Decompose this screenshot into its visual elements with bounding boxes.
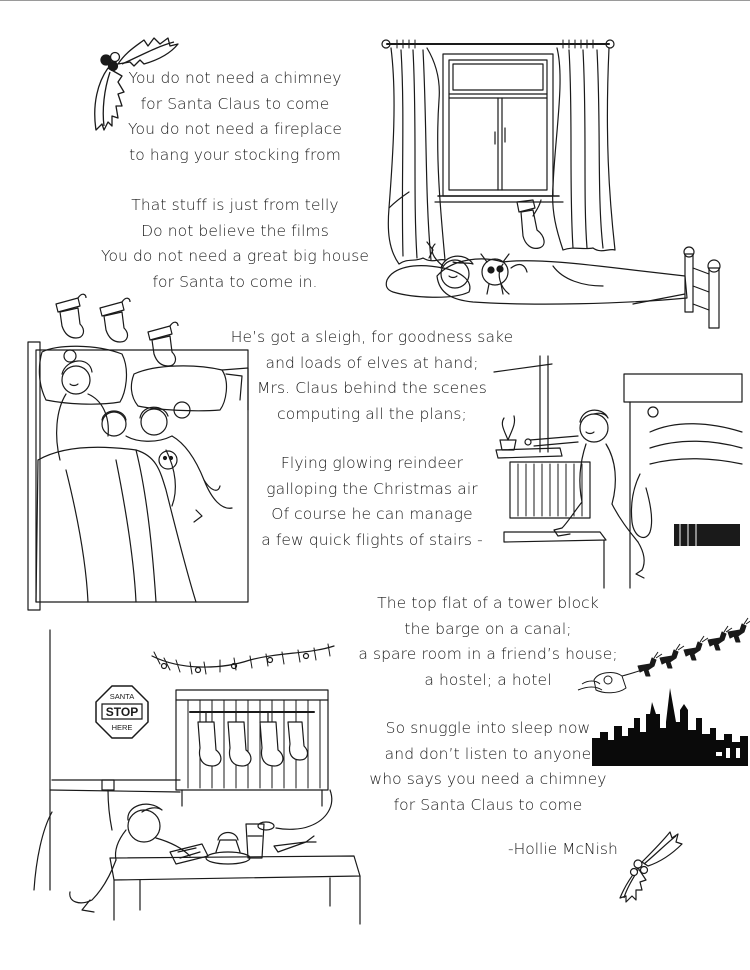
- stanza-3: He’s got a sleigh, for goodness sake and…: [222, 325, 522, 427]
- poem-line: for Santa to come in.: [152, 272, 318, 291]
- poem-line: computing all the plans;: [277, 404, 467, 423]
- family-bed-illustration: [26, 340, 258, 610]
- poem-line: Of course he can manage: [271, 505, 473, 523]
- poem-line: who says you need a chimney: [369, 770, 607, 788]
- sign-bottom-text: HERE: [112, 723, 133, 732]
- poem-line: a hostel; a hotel: [424, 670, 552, 689]
- poem-line: to hang your stocking from: [129, 145, 341, 164]
- poem-line: for Santa Claus to come: [393, 795, 583, 814]
- poem-line: You do not need a great big house: [100, 247, 370, 265]
- stanza-2: That stuff is just from telly Do not bel…: [90, 193, 380, 295]
- poem-line: and don’t listen to anyone: [384, 744, 592, 763]
- poem-line: Do not believe the films: [141, 221, 329, 240]
- stanza-5: The top flat of a tower block the barge …: [338, 591, 638, 693]
- poem-line: You do not need a chimney: [128, 69, 342, 87]
- sign-top-text: SANTA: [110, 692, 134, 701]
- girl-table-illustration: [30, 630, 380, 930]
- signature: -Hollie McNish: [508, 840, 618, 858]
- stanza-1: You do not need a chimney for Santa Clau…: [90, 66, 380, 168]
- poem-line: a spare room in a friend’s house;: [358, 645, 618, 663]
- stanza-4: Flying glowing reindeer galloping the Ch…: [222, 451, 522, 553]
- holly-bottom-right-icon: [612, 826, 682, 902]
- city-skyline-icon: [592, 688, 748, 766]
- poem-line: He’s got a sleigh, for goodness sake: [230, 328, 514, 346]
- santa-stop-sign-icon: SANTA STOP HERE: [94, 684, 150, 740]
- top-border: [0, 0, 750, 1]
- stanza-6: So snuggle into sleep now and don’t list…: [338, 716, 638, 818]
- sign-middle-text: STOP: [106, 705, 138, 719]
- poem-line: and loads of elves at hand;: [265, 353, 479, 372]
- santa-sleigh-icon: [578, 620, 748, 710]
- poem-line: a few quick flights of stairs -: [261, 530, 483, 549]
- holly-top-left-icon: [74, 30, 184, 140]
- poem-line: for Santa Claus to come: [140, 94, 330, 113]
- poem-line: the barge on a canal;: [404, 619, 572, 638]
- bedroom-window-illustration: [383, 36, 733, 321]
- poem-line: That stuff is just from telly: [131, 196, 339, 214]
- poem-line: You do not need a fireplace: [127, 120, 343, 138]
- poem-line: So snuggle into sleep now: [385, 719, 591, 737]
- boy-window-illustration: [490, 352, 748, 592]
- poem-line: Flying glowing reindeer: [280, 454, 464, 472]
- poem-line: The top flat of a tower block: [377, 594, 599, 612]
- poem-line: Mrs. Claus behind the scenes: [257, 379, 487, 397]
- poem-line: galloping the Christmas air: [266, 479, 478, 498]
